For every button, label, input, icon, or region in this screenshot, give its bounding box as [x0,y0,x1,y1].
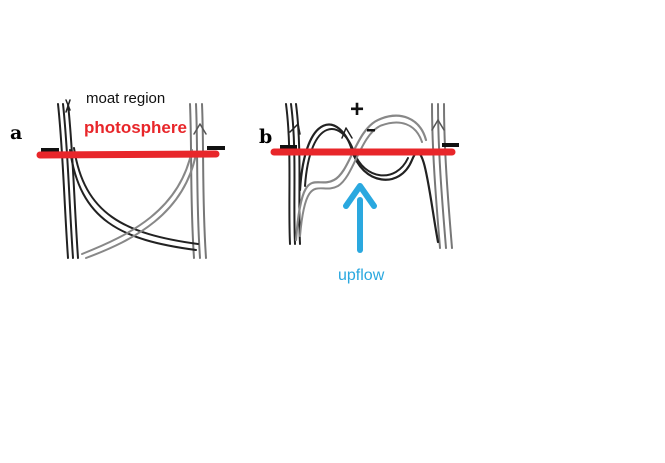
moat-region-label: moat region [86,90,165,107]
panel-b: b + – – – [0,0,459,284]
panel-a-photosphere-line [36,150,220,159]
upflow-arrow [343,183,377,253]
panel-a-right-polarity-text: – [0,0,1,1]
panel-b-left-polarity-text: – [0,0,1,1]
panel-a-left-polarity-sign [41,148,59,152]
photosphere-label: photosphere [84,118,187,137]
panel-b-serpentine-loops [294,114,440,244]
upflow-label: upflow [338,267,385,284]
panel-b-middle-negative-sign [367,129,375,132]
panel-b-right-polarity-sign [442,143,459,147]
panel-b-right-flux-bundle [431,103,453,249]
panel-a-right-flux-bundle [189,103,207,259]
panel-b-left-flux-bundle [285,103,301,245]
panel-a: a moat region photosphere – – [0,0,225,259]
panel-b-positive-polarity: + [350,96,364,123]
panel-b-middle-polarity-text: – [0,0,1,1]
panel-b-left-polarity-sign [280,145,297,149]
panel-b-right-polarity-text: – [0,0,1,1]
panel-a-left-flux-bundle [57,99,79,259]
panel-a-right-polarity-sign [207,146,225,150]
panel-a-crossing-loops [69,147,199,259]
panel-a-letter: a [10,122,22,144]
panel-a-left-polarity-text: – [0,0,1,1]
panel-b-letter: b [259,126,272,148]
